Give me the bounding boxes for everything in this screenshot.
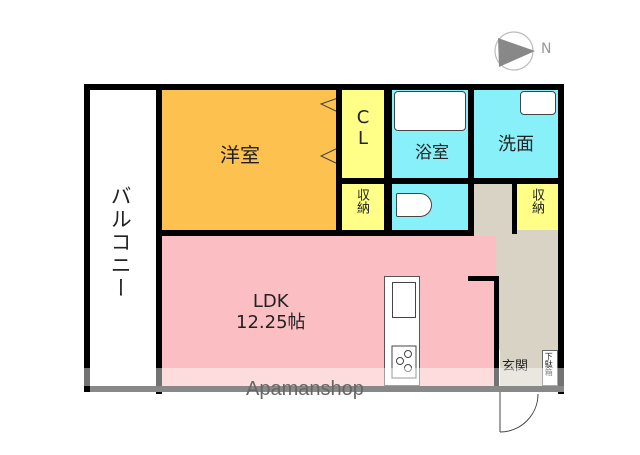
entrance-door-icon [499,392,539,433]
stove-icon [391,345,417,379]
closet [342,90,384,178]
ldk-notch [440,236,496,276]
shoe-box-label: 下駄箱 [544,352,554,376]
wall-storage2-left [512,178,517,234]
shoe-box [542,350,558,386]
wall-bath-wash [468,84,474,236]
balcony-label: バルコニー [108,185,133,300]
wall-toilet-bottom [384,230,474,236]
washroom-label: 洗面 [498,134,534,155]
bathroom-label: 浴室 [415,143,449,163]
wall-top [84,84,564,90]
compass: N [493,31,563,72]
wall-ldk-right [494,276,499,392]
compass-label: N [541,41,552,57]
wall-cl-bath [384,84,392,236]
wall-balcony [156,84,162,394]
ldk-size: 12.25帖 [236,311,306,333]
north-arrow-icon [494,31,535,71]
wall-cl-left [336,84,342,236]
bathtub [394,91,466,131]
entrance [500,350,542,386]
toilet-icon [396,193,432,217]
entrance-label: 玄関 [502,359,529,374]
ldk-ext [468,276,496,386]
kitchen-sink-icon [392,282,416,318]
storage-1 [342,184,384,230]
wall-right [558,84,564,394]
wall-mid-h [336,178,564,184]
ldk-label: LDK 12.25帖 [236,291,306,333]
closet-label: CL [356,107,370,149]
western-room-label: 洋室 [220,143,260,167]
wall-ldk-step [468,276,498,281]
wall-bottom [84,386,564,392]
wall-room-bottom [156,230,396,236]
ldk [162,236,468,386]
storage-2 [516,184,558,230]
storage-2-label: 収納 [528,188,544,214]
watermark-band [84,368,564,386]
closet-door-icon [319,97,339,165]
western-room [162,90,338,230]
sink-icon [520,91,556,115]
storage-1-label: 収納 [353,188,369,214]
wall-outer-left [84,84,90,392]
ldk-name: LDK [252,291,289,312]
watermark: Apamanshop [246,378,364,400]
